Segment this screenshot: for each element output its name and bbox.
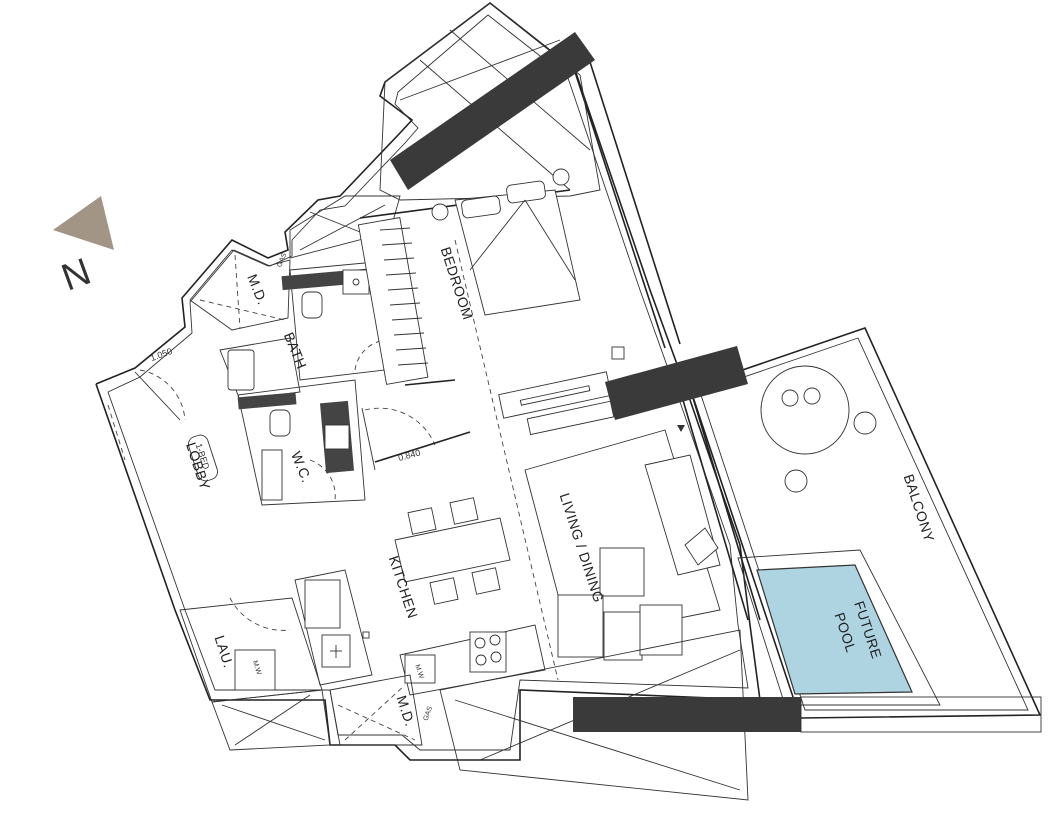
north-arrow-icon — [53, 196, 114, 250]
gas-tag-bottom: GAS — [423, 705, 435, 722]
chair-1 — [407, 507, 437, 535]
lamp-right — [552, 168, 570, 186]
entry-door-dimension: 1.050 — [149, 346, 174, 363]
basin-wc — [324, 424, 350, 450]
laundry-label: LAU. — [212, 633, 237, 669]
wc-label: W.C. — [288, 449, 315, 485]
bedroom-outer-wall-2 — [589, 61, 681, 345]
inner-door-dimension: 0.840 — [397, 447, 421, 462]
living-outer-wall — [679, 389, 749, 621]
lobby: 1.050 1-BED LOBBY — [107, 346, 218, 492]
armchair-2 — [603, 611, 643, 661]
dining — [394, 497, 511, 605]
stool-1 — [853, 411, 877, 435]
wardrobe-hangers — [379, 227, 429, 366]
shower-wc — [261, 449, 283, 501]
unit-badge-frame — [188, 434, 218, 482]
redaction-bar-top — [390, 32, 595, 190]
armchair-1 — [557, 594, 604, 658]
round-table — [760, 365, 850, 455]
hob — [469, 631, 507, 673]
laundry: M.W LAU. — [179, 597, 323, 703]
living-dining: LIVING / DINING — [454, 239, 721, 681]
mw-laundry-tag: M.W — [251, 660, 262, 676]
balcony-label: BALCONY — [901, 472, 938, 544]
bath-label: BATH — [281, 330, 310, 372]
wardrobe — [357, 217, 429, 385]
ensuite — [281, 261, 386, 381]
future-pool: FUTURE POOL — [737, 549, 941, 706]
balcony-outline — [688, 327, 1042, 719]
north-label: N — [56, 251, 96, 300]
pillow-right — [506, 180, 546, 204]
md-bottom-label: M.D. — [394, 693, 419, 728]
wc: W.C. — [237, 379, 366, 506]
mw-kitchen-tag: M.W — [413, 664, 424, 680]
toilet-ensuite — [301, 291, 323, 319]
outer-wall-inner — [107, 14, 749, 751]
chair-4 — [471, 567, 501, 595]
tv-units — [498, 346, 625, 436]
armchair-3 — [639, 604, 683, 656]
chair-3 — [429, 577, 459, 605]
fridge — [304, 579, 341, 629]
pillow-left — [461, 195, 501, 219]
redactions — [390, 32, 1042, 733]
inner-door: 0.840 — [361, 407, 471, 471]
bedroom-outer-wall — [574, 71, 666, 349]
dining-table — [394, 517, 511, 583]
bottom-terraces — [211, 629, 749, 801]
top-terrace-outline — [379, 2, 601, 201]
microwave-kitchen — [404, 654, 436, 684]
bedroom: BEDROOM — [357, 168, 581, 386]
lamp-left — [431, 203, 449, 221]
north-arrow: N — [53, 196, 114, 300]
md-top: M.D. — [189, 249, 291, 331]
md-top-label: M.D. — [244, 272, 271, 307]
toilet-wc — [269, 409, 291, 437]
small-marker — [677, 425, 685, 432]
bathtub — [227, 349, 255, 391]
redaction-bar-bottom — [573, 697, 801, 732]
microwave-laundry — [234, 649, 276, 691]
chair-2 — [449, 497, 479, 525]
redaction-bar-middle — [605, 346, 748, 420]
living-outer-wall-2 — [689, 387, 761, 621]
decor — [684, 527, 719, 566]
md-bottom: M.D. GAS — [329, 674, 435, 746]
coffee-table — [599, 547, 645, 597]
pool-water — [756, 564, 913, 695]
stool-2 — [784, 469, 808, 493]
tv-unit-living — [526, 400, 615, 436]
